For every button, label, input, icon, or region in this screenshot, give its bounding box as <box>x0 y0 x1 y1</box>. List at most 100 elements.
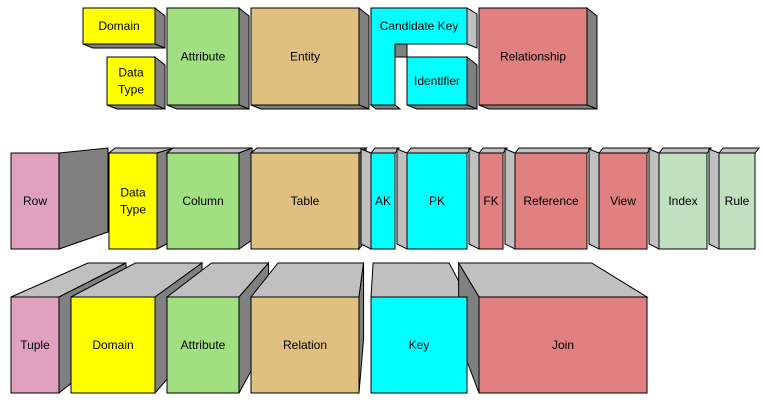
candidate-key-shape <box>370 7 468 106</box>
node-relationship: Relationship <box>478 7 588 106</box>
node-fk: FK <box>478 152 504 250</box>
node-label: Table <box>291 194 320 208</box>
node-label: Relationship <box>500 50 566 64</box>
node-view: View <box>598 152 648 250</box>
box-front-face <box>406 152 468 250</box>
box-bottom-face <box>406 104 478 110</box>
box-front-face <box>82 7 156 45</box>
box-front-face <box>108 152 158 250</box>
node-row: Row <box>10 152 60 250</box>
node-label: Key <box>409 338 430 352</box>
node-label: Rule <box>725 194 750 208</box>
node-key: Key <box>370 296 468 394</box>
node-label: Type <box>118 83 144 97</box>
box-top-face <box>657 147 713 154</box>
node-attribute: Attribute <box>166 7 240 106</box>
box-side-face <box>588 148 600 250</box>
row-side-face <box>58 147 109 250</box>
box-side-face <box>466 7 478 49</box>
box-front-face <box>70 296 156 394</box>
box-front-face <box>478 296 648 394</box>
box-top-face <box>477 147 509 154</box>
node-label: Domain <box>92 338 133 352</box>
box-bottom-face <box>166 104 250 110</box>
node-reference: Reference <box>514 152 588 250</box>
box-front-face <box>370 296 468 394</box>
node-rule: Rule <box>718 152 756 250</box>
box-front-face <box>514 152 588 250</box>
node-label: Column <box>182 194 223 208</box>
box-side-face <box>586 6 598 110</box>
node-tuple: Tuple <box>10 296 60 394</box>
node-label: Identifier <box>414 74 460 88</box>
node-label: Index <box>668 194 697 208</box>
box-front-face <box>406 56 468 106</box>
node-label: Data <box>118 66 144 80</box>
box-bottom-face <box>82 43 166 49</box>
box-top-face <box>165 147 253 154</box>
box-top-face <box>513 147 593 154</box>
box-top-face <box>405 147 473 154</box>
box-bottom-face <box>106 104 166 110</box>
node-domain: Domain <box>70 296 156 394</box>
node-index: Index <box>658 152 708 250</box>
box-side-face <box>154 55 166 110</box>
node-column: Column <box>166 152 240 250</box>
node-label: Domain <box>98 19 139 33</box>
node-label: Join <box>552 338 574 352</box>
box-front-face <box>250 7 360 106</box>
relational-row: Tuple Domain Attribute Relation Key Join <box>10 261 649 395</box>
node-domain: Domain <box>82 7 156 45</box>
node-label: Relation <box>283 338 327 352</box>
box-side-face <box>238 6 250 110</box>
box-top-face <box>370 262 468 298</box>
node-label: Attribute <box>181 338 226 352</box>
box-bottom-face <box>250 104 370 110</box>
node-label: PK <box>429 194 445 208</box>
box-front-face <box>106 56 156 106</box>
node-label: Reference <box>523 194 579 208</box>
node-attribute: Attribute <box>166 296 240 394</box>
node-label: AK <box>375 194 391 208</box>
box-front-face <box>10 152 60 250</box>
box-front-face <box>658 152 708 250</box>
box-front-face <box>478 152 504 250</box>
box-top-face <box>597 147 653 154</box>
box-side-face <box>360 148 372 250</box>
box-top-face <box>369 147 401 154</box>
box-front-face <box>250 296 360 394</box>
box-front-face <box>250 152 360 250</box>
box-side-face <box>648 148 660 250</box>
box-side-face <box>504 148 516 250</box>
box-side-face <box>396 148 408 250</box>
node-label: Data <box>120 186 146 200</box>
box-front-face <box>478 7 588 106</box>
box-front-face <box>370 152 396 250</box>
box-front-face <box>598 152 648 250</box>
box-top-face <box>717 147 761 154</box>
node-label: Type <box>120 203 146 217</box>
box-side-face <box>468 148 480 250</box>
box-side-face <box>358 6 370 110</box>
box-top-face <box>249 147 368 154</box>
node-table: Table <box>250 152 360 250</box>
box-side-face <box>154 6 166 49</box>
box-bottom-face <box>478 104 598 110</box>
node-label: Row <box>23 194 47 208</box>
node-label: FK <box>483 194 498 208</box>
node-identifier: Identifier <box>406 56 468 106</box>
box-top-face <box>457 262 649 298</box>
node-label: Entity <box>290 50 320 64</box>
box-front-face <box>166 7 240 106</box>
node-label: Attribute <box>181 50 226 64</box>
box-front-face <box>718 152 756 250</box>
node-join: Join <box>478 296 648 394</box>
node-label: View <box>610 194 636 208</box>
node-pk: PK <box>406 152 468 250</box>
box-inner-face <box>394 43 408 58</box>
